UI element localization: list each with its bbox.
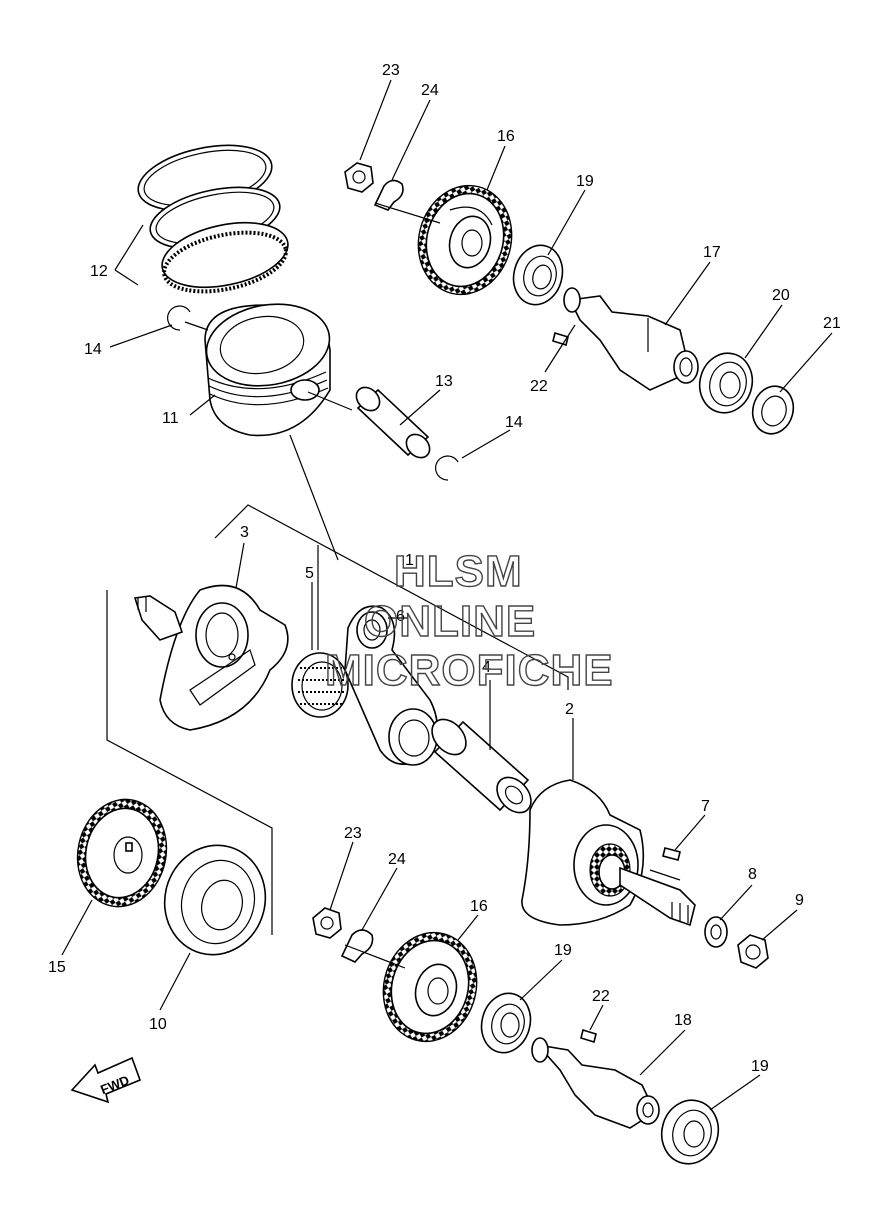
callout-24-upper: 24 [421,82,439,99]
key-lower [580,1028,597,1044]
callout-7: 7 [701,798,710,815]
balancer-shaft-lower [531,1037,660,1129]
piston-pin [355,386,431,459]
callout-23-lower: 23 [344,825,362,842]
callout-9: 9 [795,892,804,909]
connecting-rod [344,605,438,766]
nut-upper [344,162,374,193]
callout-21: 21 [823,315,841,332]
balancer-shaft-upper [563,287,699,391]
callout-19-mid: 19 [554,942,572,959]
watermark-line-3: MICROFICHE [325,646,614,695]
watermark: HLSM ONLINE MICROFICHE [324,546,614,695]
drive-gear [76,798,168,908]
bearing-upper [512,244,564,306]
crank-nut [737,934,769,969]
callout-13: 13 [435,373,453,390]
callout-8: 8 [748,866,757,883]
callout-11: 11 [162,410,179,427]
assembly-lines [106,202,681,969]
callout-15: 15 [48,959,66,976]
lock-washer-lower [340,929,374,963]
key-crank [662,847,681,861]
callout-22-upper: 22 [530,378,548,395]
callout-14-upper: 14 [84,341,102,358]
bearing-lower-inner [480,992,532,1054]
callout-17: 17 [703,244,721,261]
oil-seal [751,385,795,435]
callout-10: 10 [149,1016,167,1033]
crank-left-half [133,584,289,731]
callout-3: 3 [240,524,249,541]
washer [704,916,728,948]
balancer-gear-upper [417,184,513,296]
crank-pin [431,718,532,814]
callout-4: 4 [482,659,491,676]
callout-19-upper: 19 [576,173,594,190]
lock-washer-upper [373,179,404,211]
callout-16-lower: 16 [470,898,488,915]
piston-rings [137,144,289,294]
callout-6: 6 [396,608,405,625]
callout-20: 20 [772,287,790,304]
callout-18: 18 [674,1012,692,1029]
callout-16-upper: 16 [497,128,515,145]
watermark-line-2: ONLINE [364,597,536,646]
callout-2: 2 [565,701,574,718]
callout-14-lower: 14 [505,414,523,431]
bearing-20 [698,352,754,414]
callout-23-upper: 23 [382,62,400,79]
callout-12: 12 [90,263,108,280]
callout-22-lower: 22 [592,988,610,1005]
callout-19-lower: 19 [751,1058,769,1075]
callout-leaders [61,79,833,1111]
fwd-arrow: FWD [70,1056,142,1104]
crank-right-half [521,779,696,927]
callout-labels: 23 24 16 19 17 20 21 22 12 14 11 13 14 3… [48,62,841,1075]
bearing-lower-outer [660,1099,720,1165]
circlip-lower [435,455,459,481]
callout-5: 5 [305,565,314,582]
needle-bearing [291,652,349,718]
main-bearing [163,844,267,956]
callout-1: 1 [405,552,414,569]
nut-lower [312,907,342,939]
circlip-upper [167,305,191,331]
balancer-gear-lower [382,931,478,1043]
callout-24-lower: 24 [388,851,406,868]
piston [204,303,331,437]
watermark-line-1: HLSM [394,547,523,596]
